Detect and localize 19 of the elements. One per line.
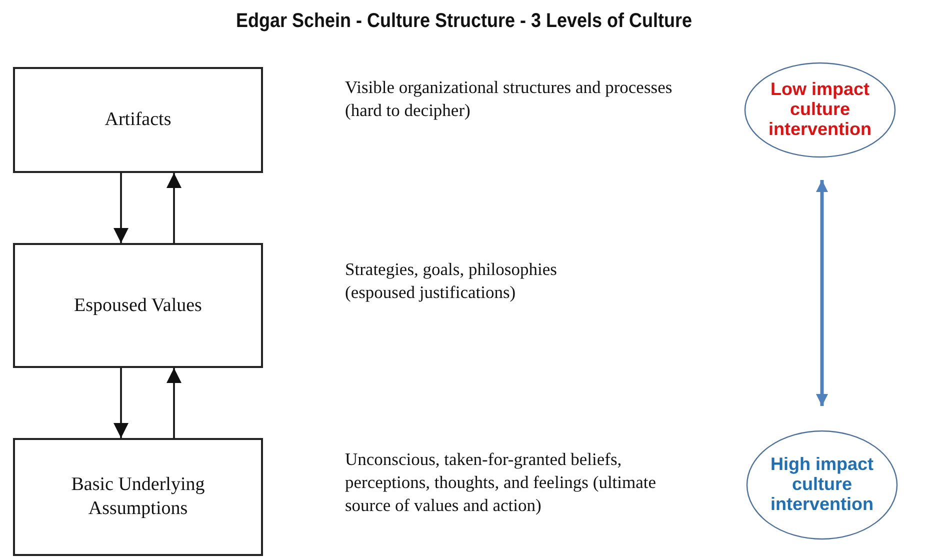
impact-ellipse bbox=[744, 62, 896, 158]
level-box bbox=[13, 438, 263, 556]
arrow bbox=[114, 368, 128, 438]
node-label: Basic Underlying Assumptions bbox=[70, 473, 206, 521]
node-label: Low impact culture intervention bbox=[767, 80, 872, 140]
arrow bbox=[114, 173, 128, 243]
level-box bbox=[13, 243, 263, 368]
description-text: Strategies, goals, philosophies (espoused justifications) bbox=[345, 258, 558, 304]
description-text: Visible organizational structures and processes (hard to decipher) bbox=[345, 76, 674, 122]
description-text: Unconscious, taken-for-granted beliefs, perceptions, thoughts, and feelings (ultimate source of values and action) bbox=[345, 448, 658, 516]
node-label: High impact culture intervention bbox=[769, 455, 874, 515]
diagram-title: Edgar Schein - Culture Structure - 3 Levels of Culture bbox=[234, 10, 694, 33]
node-label: Artifacts bbox=[104, 108, 172, 132]
level-box bbox=[13, 67, 263, 173]
arrow bbox=[816, 180, 828, 406]
node-label: Espoused Values bbox=[73, 294, 203, 318]
impact-ellipse bbox=[746, 430, 898, 540]
arrow bbox=[166, 368, 182, 438]
arrow bbox=[166, 173, 182, 243]
